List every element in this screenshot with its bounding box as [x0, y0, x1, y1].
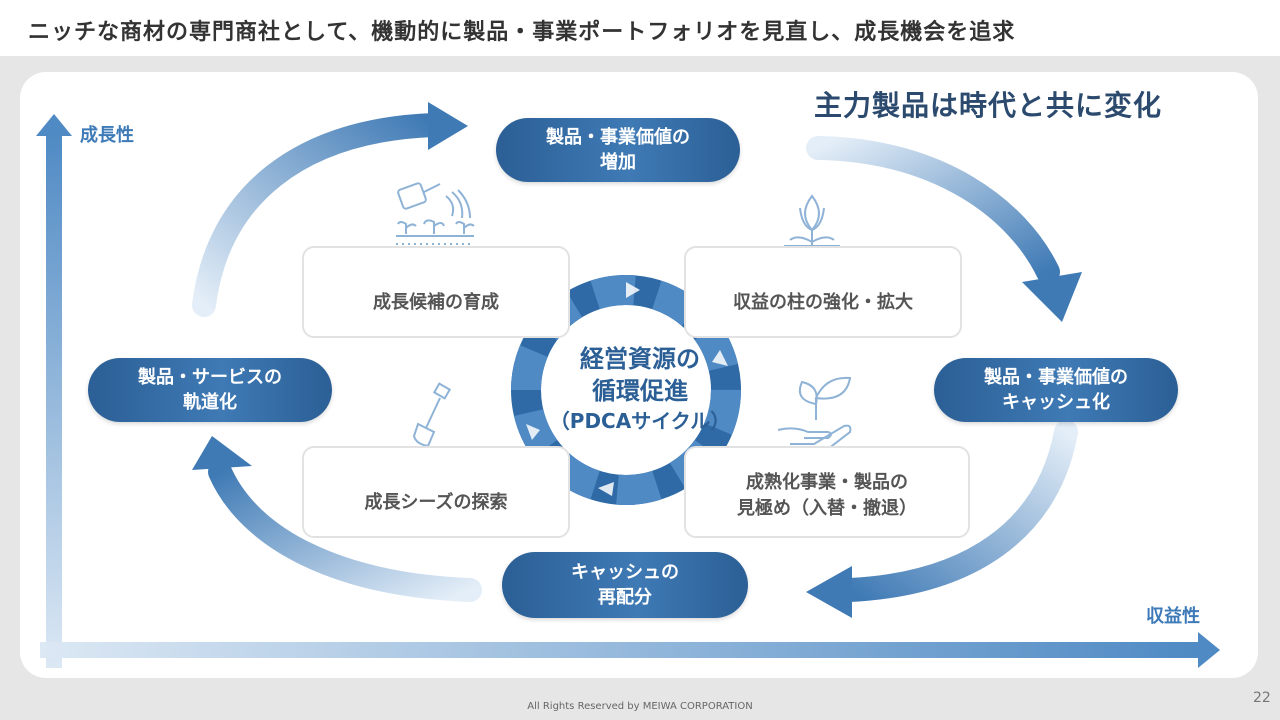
cycle-arrow-bottom-to-left	[192, 436, 482, 602]
pill-line: 増加	[600, 152, 636, 173]
box-label: 見極め（入替・撤退）	[737, 498, 917, 519]
pill-line: キャッシュ化	[1002, 392, 1110, 413]
pill-line: 軌道化	[183, 392, 237, 413]
x-axis-label: 収益性	[1146, 606, 1200, 627]
pdca-center-label: 経営資源の 循環促進 （PDCAサイクル）	[540, 343, 740, 435]
box-mature-business: 成熟化事業・製品の 見極め（入替・撤退）	[684, 446, 970, 538]
cycle-arrow-right-to-bottom	[806, 420, 1078, 618]
cycle-arrow-left-to-top	[192, 102, 468, 317]
pdca-ring	[511, 275, 741, 505]
pill-line: 製品・事業価値の	[546, 127, 690, 148]
y-axis-label: 成長性	[80, 125, 134, 146]
pill-value-monetization: 製品・事業価値の キャッシュ化	[934, 358, 1178, 422]
copyright-footer: All Rights Reserved by MEIWA CORPORATION	[527, 701, 753, 712]
pill-cash-reallocation: キャッシュの 再配分	[502, 552, 748, 618]
title-bar: ニッチな商材の専門商社として、機動的に製品・事業ポートフォリオを見直し、成長機会…	[0, 0, 1280, 56]
pill-service-launch: 製品・サービスの 軌道化	[88, 358, 332, 422]
center-line-1: 経営資源の	[580, 345, 700, 373]
box-growth-candidate: 成長候補の育成	[302, 246, 570, 338]
y-axis-arrow	[36, 114, 72, 668]
pill-line: 製品・事業価値の	[984, 367, 1128, 388]
box-label: 成長シーズの探索	[364, 492, 508, 513]
box-revenue-pillar: 収益の柱の強化・拡大	[684, 246, 962, 338]
cycle-arrow-top-to-right	[806, 136, 1082, 322]
x-axis-arrow	[40, 632, 1220, 668]
watering-can-sprouts-icon	[396, 182, 475, 253]
center-line-3: （PDCAサイクル）	[549, 409, 731, 433]
page-title: ニッチな商材の専門商社として、機動的に製品・事業ポートフォリオを見直し、成長機会…	[28, 20, 1016, 45]
box-label: 成熟化事業・製品の	[746, 472, 908, 493]
box-label: 収益の柱の強化・拡大	[733, 292, 913, 313]
pill-line: 再配分	[598, 587, 652, 608]
pill-value-increase: 製品・事業価値の 増加	[496, 118, 740, 182]
box-growth-seeds: 成長シーズの探索	[302, 446, 570, 538]
box-label: 成長候補の育成	[373, 292, 499, 313]
page-number: 22	[1253, 690, 1271, 706]
center-line-2: 循環促進	[592, 377, 688, 405]
pill-line: キャッシュの	[571, 562, 679, 583]
headline: 主力製品は時代と共に変化	[814, 89, 1163, 122]
pill-line: 製品・サービスの	[138, 367, 282, 388]
hand-holding-seedling-icon	[777, 376, 852, 453]
